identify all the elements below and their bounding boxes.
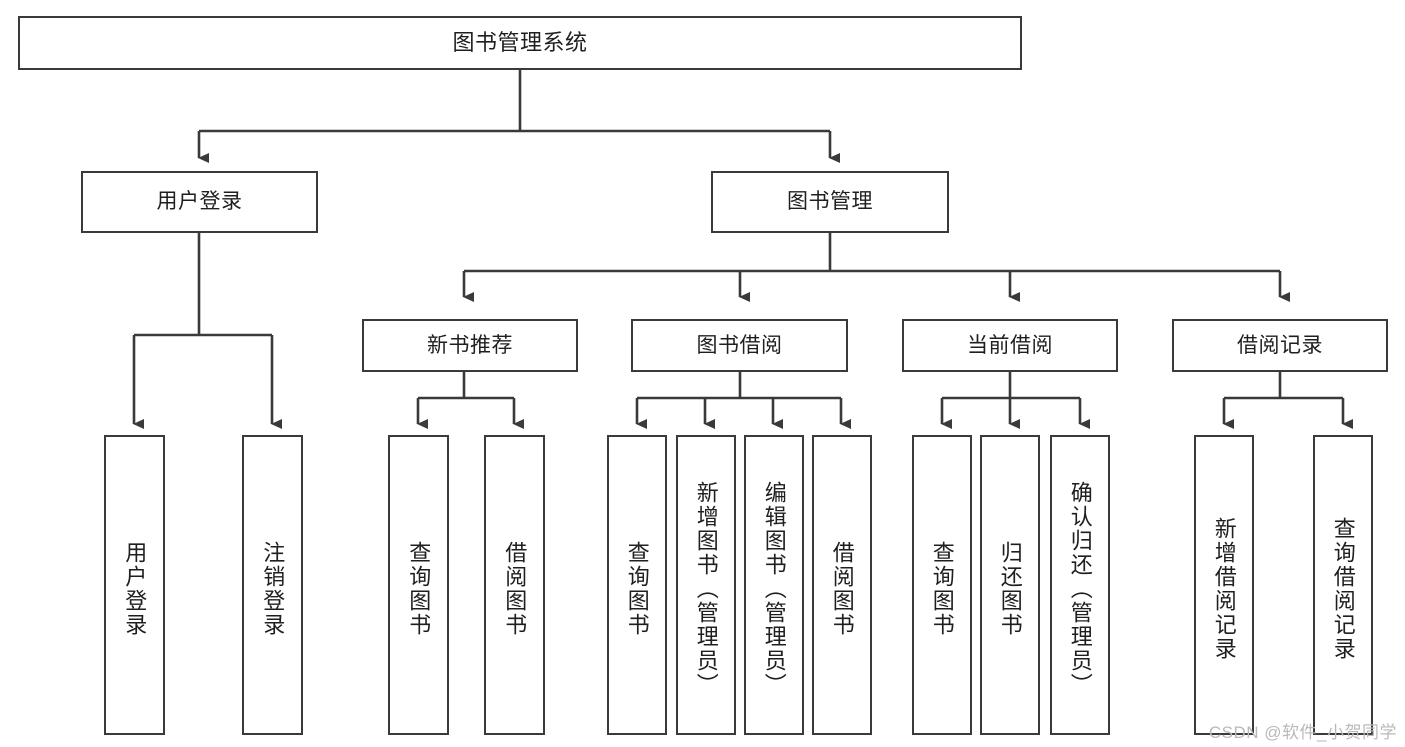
node-root-label: 图书管理系统 — [452, 29, 588, 55]
node-book-borrow[interactable]: 图书借阅 — [631, 319, 848, 372]
node-book-borrow-label: 图书借阅 — [696, 333, 783, 357]
node-leaf-query-book-3[interactable]: 查询图书 — [912, 435, 972, 735]
node-current-borrow-label: 当前借阅 — [967, 333, 1053, 357]
node-borrow-record-label: 借阅记录 — [1237, 333, 1323, 357]
node-leaf-logout-login[interactable]: 注销登录 — [242, 435, 303, 735]
node-leaf-confirm-return-label: 确认归还（管理员） — [1067, 481, 1093, 697]
node-new-book-recommend-label: 新书推荐 — [427, 333, 513, 357]
node-leaf-add-book[interactable]: 新增图书（管理员） — [676, 435, 736, 735]
node-current-borrow[interactable]: 当前借阅 — [902, 319, 1118, 372]
node-borrow-record[interactable]: 借阅记录 — [1172, 319, 1388, 372]
node-leaf-user-login[interactable]: 用户登录 — [104, 435, 165, 735]
node-leaf-edit-book-label: 编辑图书（管理员） — [761, 481, 787, 697]
node-leaf-add-record-label: 新增借阅记录 — [1211, 517, 1237, 661]
node-leaf-confirm-return[interactable]: 确认归还（管理员） — [1050, 435, 1110, 735]
node-book-management[interactable]: 图书管理 — [711, 171, 949, 233]
node-root[interactable]: 图书管理系统 — [18, 16, 1022, 70]
node-leaf-user-login-label: 用户登录 — [122, 541, 148, 637]
node-user-login[interactable]: 用户登录 — [81, 171, 318, 233]
node-leaf-query-book-1[interactable]: 查询图书 — [388, 435, 449, 735]
node-leaf-add-record[interactable]: 新增借阅记录 — [1194, 435, 1254, 735]
node-user-login-label: 用户登录 — [156, 190, 243, 214]
node-leaf-query-book-2[interactable]: 查询图书 — [607, 435, 667, 735]
node-book-management-label: 图书管理 — [787, 190, 873, 214]
node-leaf-query-book-1-label: 查询图书 — [406, 541, 432, 637]
node-leaf-edit-book[interactable]: 编辑图书（管理员） — [744, 435, 804, 735]
watermark: CSDN @软件_小贺同学 — [1208, 723, 1397, 742]
node-leaf-query-record[interactable]: 查询借阅记录 — [1313, 435, 1373, 735]
node-leaf-borrow-book-1-label: 借阅图书 — [502, 541, 528, 637]
node-leaf-borrow-book-2-label: 借阅图书 — [829, 541, 855, 637]
node-leaf-borrow-book-2[interactable]: 借阅图书 — [812, 435, 872, 735]
node-leaf-return-book[interactable]: 归还图书 — [980, 435, 1040, 735]
node-new-book-recommend[interactable]: 新书推荐 — [362, 319, 578, 372]
node-leaf-logout-login-label: 注销登录 — [260, 541, 286, 637]
node-leaf-return-book-label: 归还图书 — [997, 541, 1023, 637]
node-leaf-add-book-label: 新增图书（管理员） — [693, 481, 719, 697]
node-leaf-query-book-3-label: 查询图书 — [929, 541, 955, 637]
node-leaf-borrow-book-1[interactable]: 借阅图书 — [484, 435, 545, 735]
node-leaf-query-record-label: 查询借阅记录 — [1330, 517, 1356, 661]
node-leaf-query-book-2-label: 查询图书 — [624, 541, 650, 637]
